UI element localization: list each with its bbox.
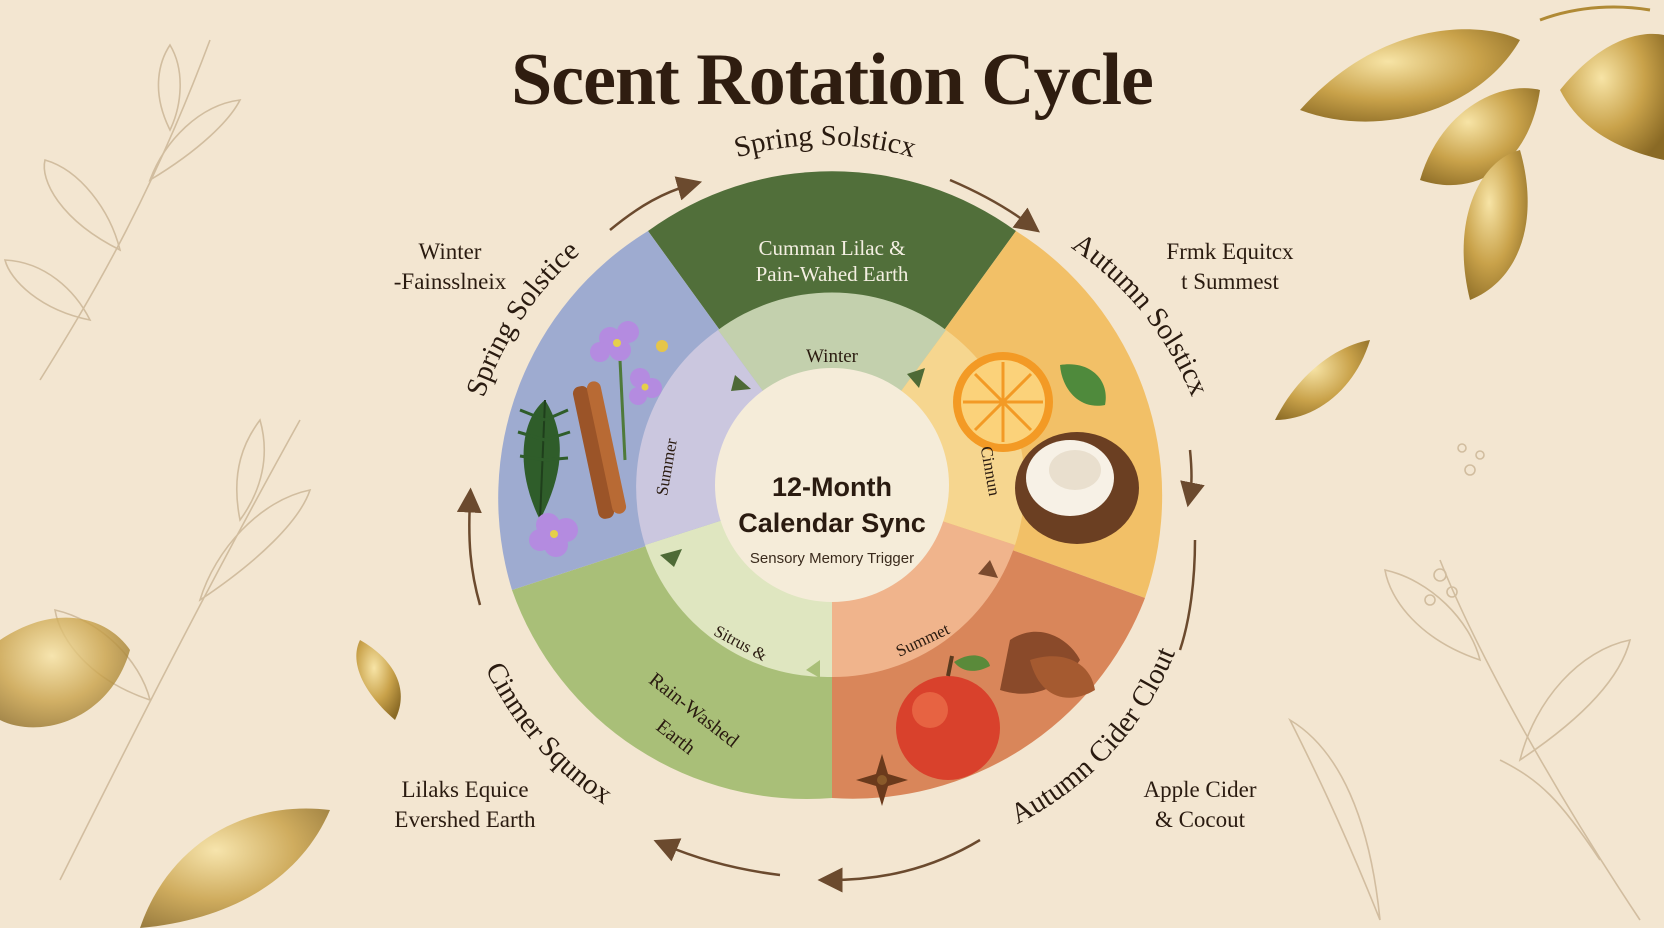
side-label-top-right-line1: Frmk Equitcx	[1166, 239, 1294, 264]
apple-spice-icon	[856, 631, 1095, 806]
ring-label-top: Spring Solsticx	[731, 120, 920, 164]
side-label-bottom-right-line2: & Cocout	[1154, 807, 1246, 832]
side-label-top-right-line2: t Summest	[1181, 269, 1279, 294]
center-subtitle: Sensory Memory Trigger	[750, 550, 914, 567]
side-label-bottom-right: Apple Cider & Cocout	[1115, 775, 1285, 835]
side-label-top-left: Winter -Fainsslneix	[375, 237, 525, 297]
center-title-line1: 12-Month	[772, 472, 892, 502]
botanical-sketch-right	[1288, 443, 1641, 921]
gold-leaf-icon	[0, 5, 1664, 928]
side-label-bottom-left-line2: Evershed Earth	[394, 807, 536, 832]
botanical-sketch-left	[3, 39, 312, 881]
scent-wheel	[498, 171, 1163, 799]
inner-top-label: Winter	[806, 346, 859, 367]
side-label-top-left-line1: Winter	[418, 239, 482, 264]
segment-top-label-line1: Cumman Lilac &	[759, 236, 906, 260]
arrow-icon	[456, 176, 1205, 893]
center-title-line2: Calendar Sync	[738, 508, 926, 538]
side-label-bottom-left: Lilaks Equice Evershed Earth	[375, 775, 555, 835]
lilac-cinnamon-fern-icon	[517, 321, 668, 557]
page-title: Scent Rotation Cycle	[511, 39, 1154, 121]
side-label-top-left-line2: -Fainsslneix	[393, 269, 507, 294]
side-label-bottom-left-line1: Lilaks Equice	[401, 777, 529, 802]
side-label-bottom-right-line1: Apple Cider	[1143, 777, 1257, 802]
side-label-top-right: Frmk Equitcx t Summest	[1135, 237, 1325, 297]
center-disc	[715, 368, 949, 602]
orange-coconut-icon	[953, 352, 1139, 544]
segment-top-label-line2: Pain-Wahed Earth	[756, 262, 909, 286]
